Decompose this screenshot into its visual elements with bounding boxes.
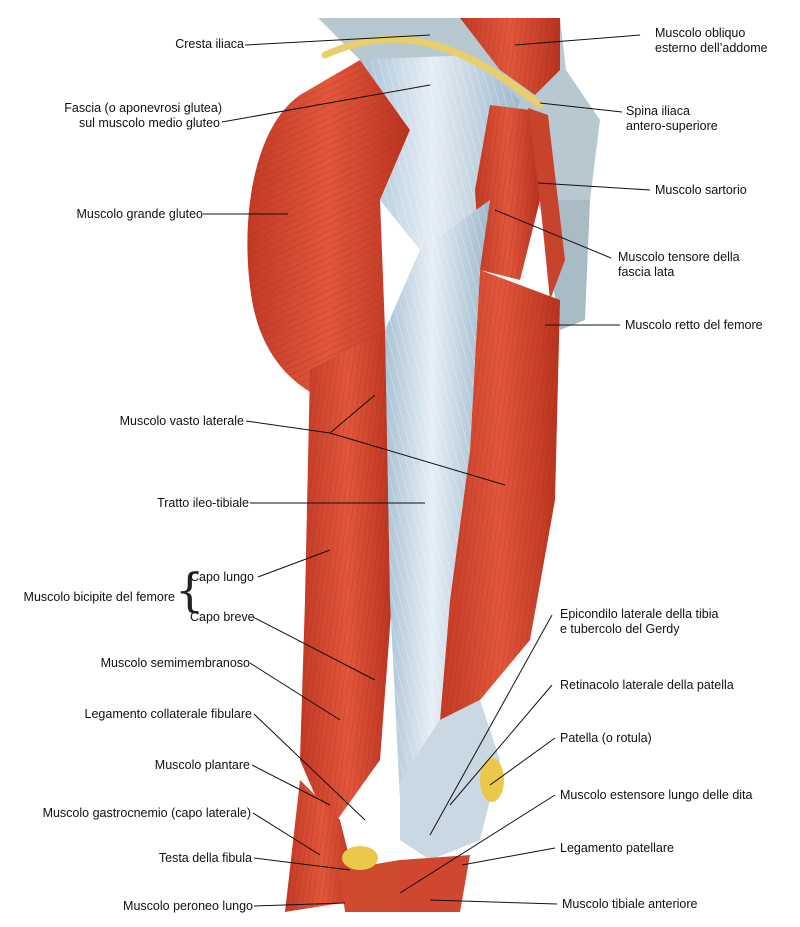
label-retinacolo: Retinacolo laterale della patella [560,678,734,692]
label-spina-iliaca-line1: Spina iliaca [626,104,690,118]
label-testa-fibula: Testa della fibula [158,851,252,865]
label-capo-breve: Capo breve [190,610,255,624]
fibula-head [342,846,378,870]
label-semimembranoso: Muscolo semimembranoso [100,656,250,670]
tibialis-anterior [400,855,470,912]
label-gastrocnemio: Muscolo gastrocnemio (capo laterale) [42,806,251,820]
label-epicondilo-line2: e tubercolo del Gerdy [560,622,680,636]
brace-bicipite: { [175,563,205,617]
label-estensore-dita: Muscolo estensore lungo delle dita [560,788,753,802]
label-retto-femore: Muscolo retto del femore [625,318,763,332]
label-epicondilo-line1: Epicondilo laterale della tibia [560,607,719,621]
label-tensore-line2: fascia lata [618,265,675,279]
label-vasto-laterale: Muscolo vasto laterale [119,414,244,428]
knee-retinaculum [400,700,500,860]
label-capo-lungo: Capo lungo [190,570,254,584]
label-bicipite-femore: Muscolo bicipite del femore [23,590,175,604]
label-cresta-iliaca: Cresta iliaca [175,37,244,51]
label-obliquo-line1: Muscolo obliquo [655,26,746,40]
label-fascia-glutea-line1: Fascia (o aponevrosi glutea) [64,101,222,115]
label-fascia-glutea-line2: sul muscolo medio gluteo [78,116,220,130]
label-patella: Patella (o rotula) [560,731,652,745]
label-peroneo-lungo: Muscolo peroneo lungo [123,899,253,913]
label-grande-gluteo: Muscolo grande gluteo [76,207,203,221]
leader-lines [203,34,651,907]
patella [480,758,504,802]
iliac-crest [321,35,544,109]
label-obliquo-line2: esterno dell’addome [655,41,768,55]
sartorius [528,108,565,300]
label-tensore-line1: Muscolo tensore della [618,250,740,264]
label-legamento-collaterale: Legamento collaterale fibulare [84,707,252,721]
label-legamento-patellare: Legamento patellare [560,841,674,855]
label-tibiale-anteriore: Muscolo tibiale anteriore [562,897,698,911]
label-tratto-ileo-tibiale: Tratto ileo-tibiale [157,496,249,510]
label-sartorio: Muscolo sartorio [655,183,747,197]
label-spina-iliaca-line2: antero-superiore [626,119,718,133]
peroneus-longus [340,860,410,912]
label-plantare: Muscolo plantare [154,758,250,772]
